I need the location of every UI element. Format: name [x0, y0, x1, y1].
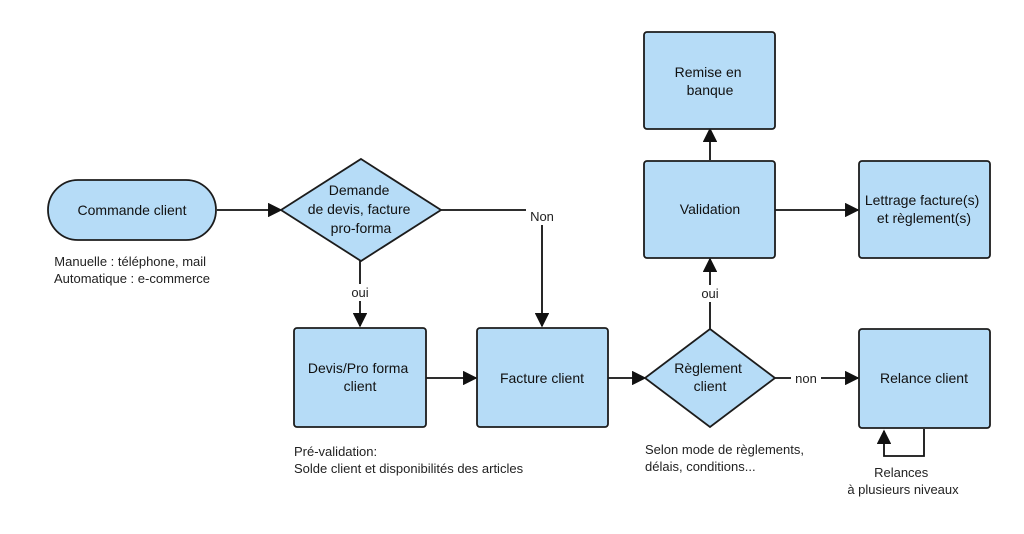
note-commande-line-1: Manuelle : téléphone, mail [54, 254, 206, 269]
node-devis-line-2: client [344, 378, 377, 394]
node-commande-client: Commande client [47, 179, 217, 241]
edge-labels: Non oui oui non [346, 208, 821, 387]
notes: Manuelle : téléphone, mail Automatique :… [54, 254, 959, 497]
edge-label-oui-demande: oui [351, 285, 368, 300]
decision-demande-line-3: pro-forma [331, 220, 392, 236]
note-reglement: Selon mode de règlements, délais, condit… [645, 442, 808, 474]
svg-text:Remise en banque: Remise en banque [675, 64, 746, 98]
decision-reglement-client: Règlement client [643, 327, 777, 429]
note-prevalidation-line-1: Pré-validation: [294, 444, 377, 459]
edge-label-oui-reglement: oui [701, 286, 718, 301]
note-reglement-line-2: délais, conditions... [645, 459, 756, 474]
svg-text:Règlement client: Règlement client [674, 360, 746, 394]
edge-label-non-demande: Non [530, 209, 554, 224]
note-relance-line-2: à plusieurs niveaux [847, 482, 959, 497]
node-facture-line-1: Facture client [500, 370, 584, 386]
svg-text:Facture client: Facture client [500, 370, 584, 386]
svg-text:Devis/Pro forma client: Devis/Pro forma client [308, 360, 412, 394]
svg-text:Demande de devis, factur: Demande de devis, facture pro-forma [308, 182, 415, 236]
svg-text:Relance client: Relance client [880, 370, 968, 386]
edge-label-non-reglement: non [795, 371, 817, 386]
node-relance-client: Relance client [858, 328, 991, 429]
note-relance: Relances à plusieurs niveaux [847, 465, 959, 497]
decision-reglement-line-1: Règlement [674, 360, 742, 376]
note-relance-line-1: Relances [874, 465, 929, 480]
node-remise-line-1: Remise en [675, 64, 742, 80]
note-commande: Manuelle : téléphone, mail Automatique :… [54, 254, 210, 286]
node-remise-line-2: banque [687, 82, 734, 98]
node-lettrage-line-2: et règlement(s) [877, 210, 971, 226]
note-prevalidation-line-2: Solde client et disponibilités des artic… [294, 461, 524, 476]
node-lettrage: Lettrage facture(s) et règlement(s) [858, 160, 991, 259]
note-reglement-line-1: Selon mode de règlements, [645, 442, 804, 457]
node-validation-line-1: Validation [680, 201, 740, 217]
node-devis-line-1: Devis/Pro forma [308, 360, 409, 376]
node-commande-line-1: Commande client [78, 202, 187, 218]
node-facture-client: Facture client [476, 327, 609, 428]
svg-text:Commande client: Commande client [78, 202, 187, 218]
decision-demande-line-1: Demande [329, 182, 390, 198]
decision-reglement-line-2: client [694, 378, 727, 394]
node-validation: Validation [643, 160, 776, 259]
node-remise-en-banque: Remise en banque [643, 31, 776, 130]
node-relance-line-1: Relance client [880, 370, 968, 386]
node-lettrage-line-1: Lettrage facture(s) [865, 192, 979, 208]
note-commande-line-2: Automatique : e-commerce [54, 271, 210, 286]
svg-text:Validation: Validation [680, 201, 740, 217]
note-prevalidation: Pré-validation: Solde client et disponib… [294, 444, 524, 476]
decision-demande-devis: Demande de devis, facture pro-forma [279, 157, 443, 263]
edge-demande-to-facture [441, 209, 550, 328]
edge-relance-loop [876, 429, 925, 457]
node-devis-pro-forma: Devis/Pro forma client [293, 327, 427, 428]
svg-text:Lettrage facture(s) et r: Lettrage facture(s) et règlement(s) [865, 192, 983, 226]
decision-demande-line-2: de devis, facture [308, 201, 411, 217]
